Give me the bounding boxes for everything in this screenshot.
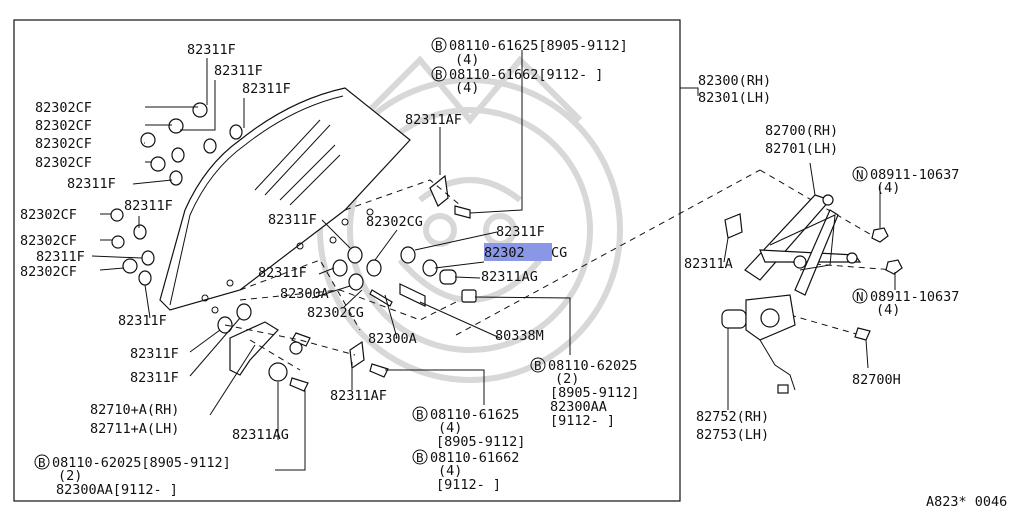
bolt-mark-b6 xyxy=(34,454,50,470)
bolt-b4-text: 08110-61625 xyxy=(430,407,519,423)
glass-holes xyxy=(201,208,374,314)
label-82711a-lh: 82711+A(LH) xyxy=(90,421,179,437)
bolt-b5-extra-1: [9112- ] xyxy=(436,477,501,493)
label-82700-rh: 82700(RH) xyxy=(765,123,838,139)
label-80338m: 80338M xyxy=(495,328,544,344)
label-82311f-11: 82311F xyxy=(496,224,545,240)
leader-lines xyxy=(91,50,896,471)
label-82302cf-7: 82302CF xyxy=(20,264,77,280)
bolt-b6-qty: (2) xyxy=(58,468,82,484)
bolt-b6-extra-1: 82300AA[9112- ] xyxy=(56,482,178,498)
nut-mark-n1 xyxy=(852,166,868,182)
label-82753-lh: 82753(LH) xyxy=(696,427,769,443)
label-82311f-9: 82311F xyxy=(130,370,179,386)
center-fasteners xyxy=(268,205,477,392)
label-82311ag-2: 82311AG xyxy=(481,269,538,285)
label-82300a-2: 82300A xyxy=(368,331,417,347)
nut-n2-qty: (4) xyxy=(876,302,900,318)
label-82311f-7: 82311F xyxy=(118,313,167,329)
label-82752-rh: 82752(RH) xyxy=(696,409,769,425)
bolt-b3-extra-2: 82300AA xyxy=(550,399,607,415)
label-82311f-12: 82311F xyxy=(258,265,307,281)
glass-brackets xyxy=(229,174,449,376)
highlight-box xyxy=(484,243,552,261)
bolt-b3-qty: (2) xyxy=(555,371,579,387)
label-82311f-2: 82311F xyxy=(214,63,263,79)
bolt-mark-b2 xyxy=(431,66,447,82)
bolt-mark-b6-letter: B xyxy=(38,455,46,470)
label-82311f-1: 82311F xyxy=(187,42,236,58)
label-82302cg-1: 82302CG xyxy=(366,214,423,230)
label-82302cf-2: 82302CF xyxy=(35,118,92,134)
bolt-b1-text: 08110-61625[8905-9112] xyxy=(449,38,628,54)
bolt-mark-b4 xyxy=(412,406,428,422)
window-regulator xyxy=(724,194,862,296)
nut-mark-n2 xyxy=(852,288,868,304)
bolt-mark-b2-letter: B xyxy=(435,67,443,82)
label-82302cf-1: 82302CF xyxy=(35,100,92,116)
label-82311af-2: 82311AF xyxy=(330,388,387,404)
bolt-mark-b3 xyxy=(530,357,546,373)
label-82302-highlighted: 82302 xyxy=(484,245,525,261)
glass-assy-leader xyxy=(680,87,699,96)
bolt-mark-b5-letter: B xyxy=(416,450,424,465)
label-82701-lh: 82701(LH) xyxy=(765,141,838,157)
nut-mark-n1-letter: N xyxy=(856,167,864,182)
label-82311f-3: 82311F xyxy=(242,81,291,97)
label-82302cf-5: 82302CF xyxy=(20,207,77,223)
figure-code: A823* 0046 xyxy=(926,494,1007,510)
label-82311a: 82311A xyxy=(684,256,733,272)
label-82311f-10: 82311F xyxy=(268,212,317,228)
nut-n1-qty: (4) xyxy=(876,180,900,196)
bolt-b1-qty: (4) xyxy=(455,52,479,68)
bolt-b4-extra-1: [8905-9112] xyxy=(436,434,525,450)
bolt-b3-extra-1: [8905-9112] xyxy=(550,385,639,401)
bolt-mark-b1 xyxy=(431,37,447,53)
label-82311f-6: 82311F xyxy=(36,249,85,265)
bolt-b3-extra-3: [9112- ] xyxy=(550,413,615,429)
label-82311af-1: 82311AF xyxy=(405,112,462,128)
regulator-motor xyxy=(721,294,796,394)
label-82700h: 82700H xyxy=(852,372,901,388)
watermark-emblem xyxy=(317,55,623,383)
label-82300-rh: 82300(RH) xyxy=(698,73,771,89)
label-82301-lh: 82301(LH) xyxy=(698,90,771,106)
bolt-b4-qty: (4) xyxy=(438,420,462,436)
right-labels: 82300(RH) 82301(LH) 82700(RH) 82701(LH) … xyxy=(684,73,1007,510)
bolt-b2-text: 08110-61662[9112- ] xyxy=(449,67,603,83)
bolt-mark-b4-letter: B xyxy=(416,407,424,422)
assembly-frame xyxy=(13,19,681,502)
label-82311f-4: 82311F xyxy=(67,176,116,192)
nut-n2-text: 08911-10637 xyxy=(870,289,959,305)
label-82302cf-6: 82302CF xyxy=(20,233,77,249)
nut-n1-text: 08911-10637 xyxy=(870,167,959,183)
label-82300a-1: 82300A xyxy=(280,286,329,302)
label-82302cf-3: 82302CF xyxy=(35,136,92,152)
bolt-mark-b3-letter: B xyxy=(534,358,542,373)
label-cg-suffix: CG xyxy=(551,245,567,261)
label-82311f-8: 82311F xyxy=(130,346,179,362)
bolt-b5-qty: (4) xyxy=(438,463,462,479)
bolt-mark-b5 xyxy=(412,449,428,465)
bolt-b3-text: 08110-62025 xyxy=(548,358,637,374)
label-82311ag-1: 82311AG xyxy=(232,427,289,443)
bolt-b2-qty: (4) xyxy=(455,80,479,96)
label-82302cf-4: 82302CF xyxy=(35,155,92,171)
door-glass xyxy=(159,87,411,311)
label-82302cg-2: 82302CG xyxy=(307,305,364,321)
left-labels: 82311F 82311F 82311F 82302CF 82302CF 823… xyxy=(20,42,291,443)
center-labels: 82311AF 82311F 82302CG 82311F 82302 CG 8… xyxy=(258,112,567,404)
label-82710a-rh: 82710+A(RH) xyxy=(90,402,179,418)
bolt-b6-text: 08110-62025[8905-9112] xyxy=(52,455,231,471)
bolt-callouts: B 08110-61625[8905-9112] (4) B 08110-616… xyxy=(34,37,639,498)
label-82311f-5: 82311F xyxy=(124,198,173,214)
right-fasteners xyxy=(854,227,903,341)
nut-mark-n2-letter: N xyxy=(856,289,864,304)
bolt-b5-text: 08110-61662 xyxy=(430,450,519,466)
bolt-mark-b1-letter: B xyxy=(435,38,443,53)
